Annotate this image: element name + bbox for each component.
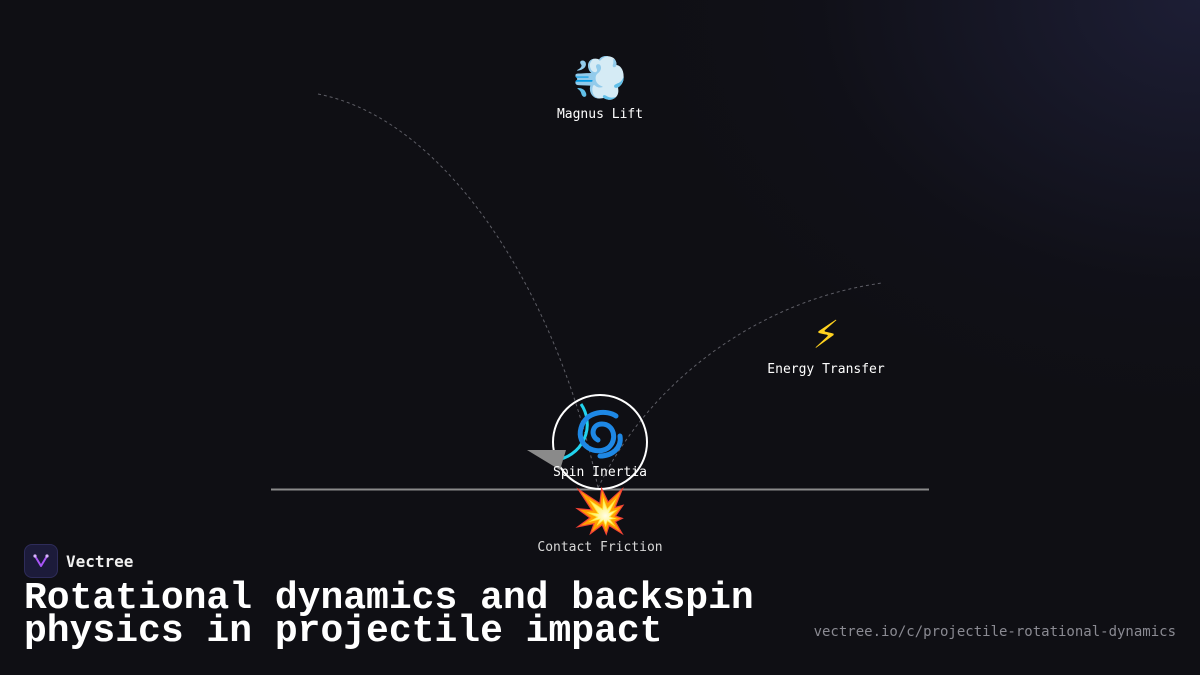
- vectree-logo-icon: [24, 544, 58, 578]
- node-contact-friction: 💥 Contact Friction: [520, 486, 680, 556]
- node-magnus-lift: 💨 Magnus Lift: [540, 53, 660, 123]
- node-spin-inertia-label: Spin Inertia: [553, 465, 647, 480]
- spin-ball-outline: [552, 394, 648, 490]
- lightning-icon: ⚡: [812, 308, 840, 359]
- cyclone-icon: [577, 409, 623, 459]
- node-energy-transfer: ⚡ Energy Transfer: [756, 308, 896, 378]
- brand: Vectree: [24, 544, 133, 578]
- node-label: Contact Friction: [537, 540, 663, 555]
- node-label: Energy Transfer: [767, 362, 885, 377]
- outgoing-trajectory: [597, 282, 883, 489]
- incoming-trajectory: [317, 93, 599, 489]
- spin-direction-arc: [555, 403, 589, 462]
- brand-name: Vectree: [66, 551, 134, 571]
- wind-icon: 💨: [572, 53, 628, 104]
- title-line-2: physics in projectile impact: [24, 610, 663, 653]
- title-line-1: Rotational dynamics and backspin: [24, 577, 754, 620]
- collision-icon: 💥: [572, 486, 628, 537]
- node-label: Magnus Lift: [556, 107, 644, 122]
- source-url: vectree.io/c/projectile-rotational-dynam…: [813, 624, 1176, 640]
- rotation-arrowhead: [527, 450, 566, 470]
- page-title: Rotational dynamics and backspin physics…: [24, 577, 784, 653]
